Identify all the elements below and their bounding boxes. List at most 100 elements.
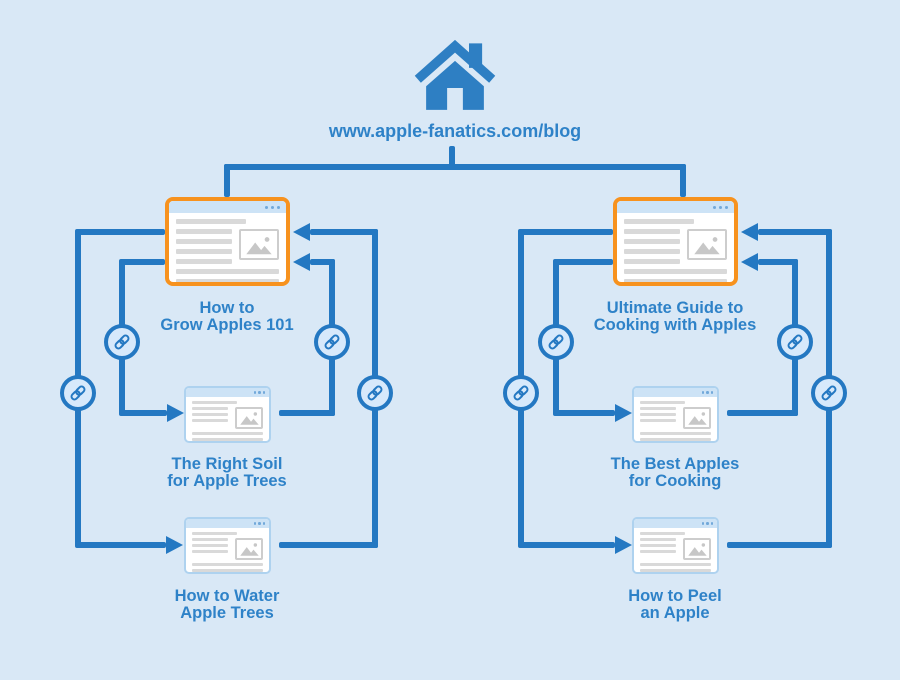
home-icon bbox=[413, 36, 497, 117]
text-placeholder-line bbox=[624, 229, 680, 234]
text-placeholder-line bbox=[640, 550, 676, 553]
link-icon bbox=[821, 385, 837, 401]
text-placeholder-line bbox=[640, 563, 711, 566]
text-placeholder-line bbox=[640, 419, 676, 422]
text-placeholder-line bbox=[192, 438, 263, 441]
text-placeholder-line bbox=[192, 401, 238, 404]
image-placeholder-icon bbox=[239, 229, 279, 260]
text-placeholder-line bbox=[624, 259, 680, 264]
page-title-line: Ultimate Guide to bbox=[606, 299, 744, 317]
link-icon bbox=[324, 334, 340, 350]
page-title: Ultimate Guide to Cooking with Apples bbox=[545, 300, 805, 333]
page-title-line: The Best Apples bbox=[610, 455, 740, 473]
arrowhead bbox=[166, 536, 183, 554]
connector-line bbox=[556, 410, 615, 416]
link-badge bbox=[811, 375, 847, 411]
window-dots bbox=[701, 522, 704, 525]
link-badge bbox=[314, 324, 350, 360]
connector-line bbox=[758, 259, 798, 265]
text-placeholder-line bbox=[640, 538, 676, 541]
window-dots bbox=[258, 522, 261, 525]
connector-line bbox=[122, 410, 167, 416]
text-placeholder-line bbox=[640, 432, 711, 435]
page-content-skeleton bbox=[634, 528, 717, 572]
arrowhead bbox=[741, 253, 758, 271]
window-dots bbox=[710, 391, 713, 394]
subpage-card-left-2 bbox=[184, 517, 271, 574]
window-dots bbox=[701, 391, 704, 394]
window-dots bbox=[710, 522, 713, 525]
text-placeholder-line bbox=[624, 219, 695, 224]
text-placeholder-line bbox=[192, 538, 228, 541]
connector-line bbox=[556, 259, 613, 265]
image-placeholder-icon bbox=[235, 538, 263, 560]
page-title: The Right Soil for Apple Trees bbox=[97, 456, 357, 489]
page-content-skeleton bbox=[169, 213, 286, 282]
connector-line bbox=[521, 229, 613, 235]
window-dots bbox=[706, 522, 709, 525]
window-dots bbox=[253, 522, 256, 525]
text-placeholder-line bbox=[192, 532, 238, 535]
text-placeholder-line bbox=[192, 569, 263, 572]
text-placeholder-line bbox=[624, 269, 727, 274]
text-placeholder-line bbox=[640, 407, 676, 410]
page-title-line: an Apple bbox=[640, 603, 710, 622]
text-placeholder-line bbox=[640, 569, 711, 572]
pillar-page-card-left bbox=[165, 197, 290, 286]
connector-line bbox=[758, 229, 832, 235]
window-dots bbox=[277, 205, 280, 209]
connector-line bbox=[449, 146, 455, 168]
site-url: www.apple-fanatics.com/blog bbox=[328, 121, 582, 141]
subpage-card-right-2 bbox=[632, 517, 719, 574]
page-title: How to Grow Apples 101 bbox=[97, 300, 357, 333]
connector-line bbox=[78, 229, 165, 235]
page-title-line: Grow Apples 101 bbox=[160, 315, 294, 334]
page-title: How to Water Apple Trees bbox=[97, 588, 357, 621]
text-placeholder-line bbox=[640, 401, 686, 404]
text-placeholder-line bbox=[192, 419, 228, 422]
page-content-skeleton bbox=[186, 397, 269, 441]
text-placeholder-line bbox=[192, 563, 263, 566]
window-dots bbox=[253, 391, 256, 394]
link-badge bbox=[503, 375, 539, 411]
page-title: How to Peel an Apple bbox=[545, 588, 805, 621]
browser-titlebar bbox=[634, 388, 717, 397]
connector-line bbox=[521, 542, 615, 548]
text-placeholder-line bbox=[176, 279, 279, 282]
text-placeholder-line bbox=[192, 544, 228, 547]
browser-titlebar bbox=[186, 519, 269, 528]
image-placeholder-icon bbox=[687, 229, 727, 260]
subpage-card-left-1 bbox=[184, 386, 271, 443]
connector-line bbox=[279, 410, 335, 416]
arrowhead bbox=[167, 404, 184, 422]
page-content-skeleton bbox=[617, 213, 734, 282]
image-placeholder-icon bbox=[235, 407, 263, 429]
window-dots bbox=[265, 205, 268, 209]
browser-titlebar bbox=[169, 201, 286, 213]
arrowhead bbox=[293, 223, 310, 241]
link-badge bbox=[777, 324, 813, 360]
browser-titlebar bbox=[634, 519, 717, 528]
window-dots bbox=[262, 391, 265, 394]
window-dots bbox=[725, 205, 728, 209]
text-placeholder-line bbox=[176, 269, 279, 274]
page-title: The Best Apples for Cooking bbox=[545, 456, 805, 489]
connector-line bbox=[224, 164, 230, 197]
connector-line bbox=[310, 229, 378, 235]
connector-line bbox=[122, 259, 165, 265]
link-badge bbox=[60, 375, 96, 411]
connector-line bbox=[224, 164, 686, 170]
image-placeholder-icon bbox=[683, 538, 711, 560]
link-icon bbox=[513, 385, 529, 401]
text-placeholder-line bbox=[640, 544, 676, 547]
arrowhead bbox=[615, 536, 632, 554]
link-badge bbox=[538, 324, 574, 360]
page-title-line: for Apple Trees bbox=[167, 471, 287, 490]
link-icon bbox=[70, 385, 86, 401]
arrowhead bbox=[741, 223, 758, 241]
connector-line bbox=[727, 410, 798, 416]
window-dots bbox=[262, 522, 265, 525]
window-dots bbox=[713, 205, 716, 209]
text-placeholder-line bbox=[640, 413, 676, 416]
